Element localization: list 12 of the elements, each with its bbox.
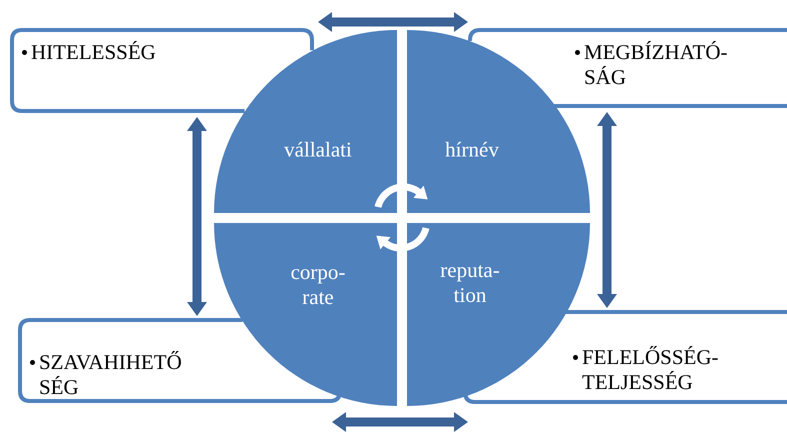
double-arrow	[597, 112, 617, 308]
item-text: SZAVAHIHETŐ SÉG	[39, 350, 183, 400]
item-text: HITELESSÉG	[31, 40, 156, 65]
segment-label: reputa- tion	[440, 258, 500, 308]
segment-label: vállalati	[283, 138, 353, 162]
double-arrow	[332, 412, 468, 432]
item-text: MEGBÍZHATÓ- SÁG	[584, 40, 728, 90]
segment-label: hírnév	[444, 138, 500, 162]
double-arrow	[187, 117, 207, 316]
segment-label: corpo- rate	[290, 260, 346, 310]
item-text: FELELŐSSÉG- TELJESSÉG	[582, 345, 720, 395]
double-arrow	[318, 12, 468, 32]
